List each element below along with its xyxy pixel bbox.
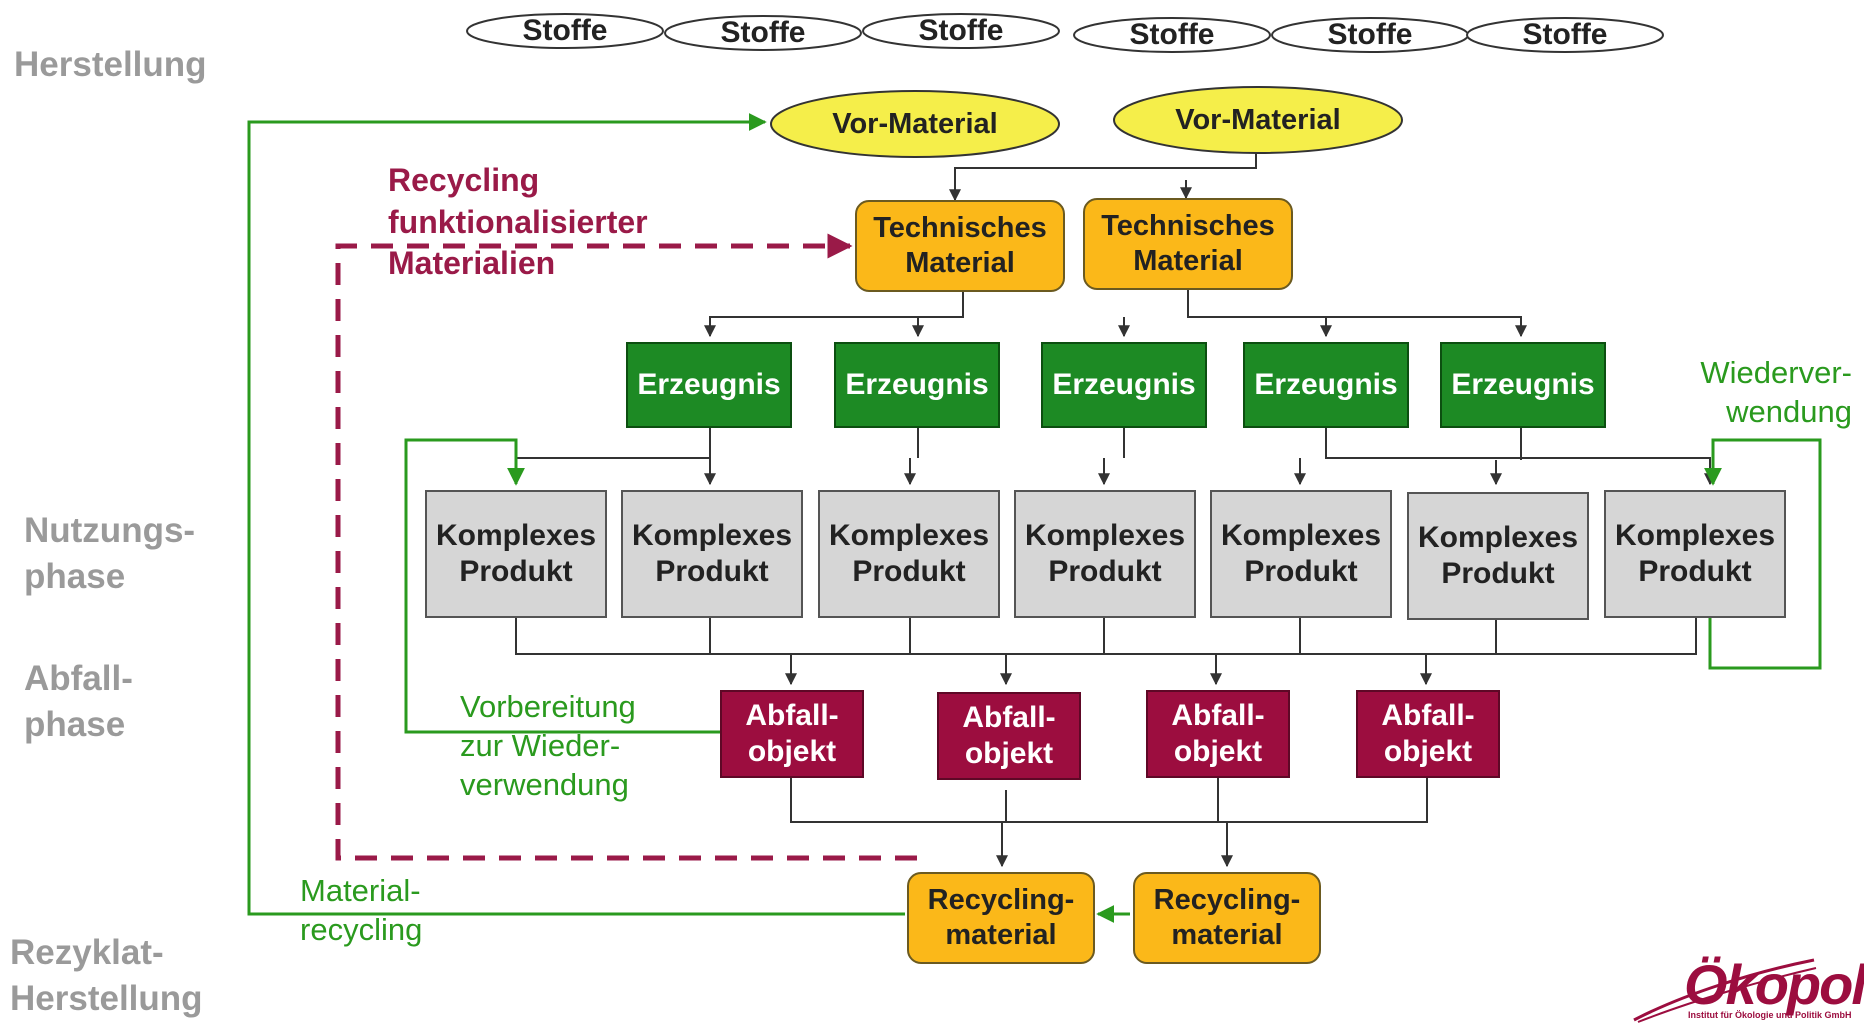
red-dashed-flow: [335, 233, 917, 861]
stoffe-ellipses: [466, 13, 1664, 53]
stoffe-label: Stoffe: [720, 16, 806, 49]
abfallobjekt-box: Abfall- objekt: [1146, 690, 1290, 778]
recyclingmaterial-label: Recycling- material: [1153, 884, 1301, 951]
abfallobjekt-box: Abfall- objekt: [1356, 690, 1500, 778]
erzeugnis-box: Erzeugnis: [1440, 342, 1606, 428]
technisches-material-box: Technisches Material: [855, 200, 1065, 292]
komplexes-produkt-box: Komplexes Produkt: [1604, 490, 1786, 618]
erzeugnis-label: Erzeugnis: [1254, 368, 1398, 401]
komplexes-produkt-box: Komplexes Produkt: [425, 490, 607, 618]
komplexes-produkt-label: Komplexes Produkt: [1220, 519, 1382, 588]
erzeugnis-label: Erzeugnis: [845, 368, 989, 401]
erzeugnis-label: Erzeugnis: [637, 368, 781, 401]
komplexes-produkt-label: Komplexes Produkt: [828, 519, 990, 588]
erzeugnis-label: Erzeugnis: [1451, 368, 1595, 401]
erzeugnis-box: Erzeugnis: [626, 342, 792, 428]
komplexes-produkt-box: Komplexes Produkt: [1014, 490, 1196, 618]
green-flows: [247, 113, 1822, 923]
vor-material-label: Vor-Material: [832, 107, 998, 140]
stoffe-label: Stoffe: [1327, 18, 1413, 51]
recyclingmaterial-box: Recycling- material: [907, 872, 1095, 964]
abfallobjekt-label: Abfall- objekt: [1381, 699, 1475, 768]
stoffe-label: Stoffe: [1522, 18, 1608, 51]
annotation-materialrecycling: Material- recycling: [300, 873, 423, 947]
annotation-vorbereitung-zur-wiederverwendung: Vorbereitung zur Wieder- verwendung: [460, 689, 636, 802]
recyclingmaterial-box: Recycling- material: [1133, 872, 1321, 964]
komplexes-produkt-label: Komplexes Produkt: [1417, 521, 1579, 590]
phase-rezyklat: Rezyklat- Herstellung: [10, 933, 203, 1018]
abfallobjekt-box: Abfall- objekt: [720, 690, 864, 778]
komplexes-produkt-label: Komplexes Produkt: [1024, 519, 1186, 588]
komplexes-produkt-label: Komplexes Produkt: [631, 519, 793, 588]
erzeugnis-box: Erzeugnis: [1243, 342, 1409, 428]
stoffe-label: Stoffe: [918, 14, 1004, 47]
technisches-material-label: Technisches Material: [1101, 210, 1275, 277]
erzeugnis-box: Erzeugnis: [834, 342, 1000, 428]
erzeugnis-box: Erzeugnis: [1041, 342, 1207, 428]
komplexes-produkt-box: Komplexes Produkt: [1210, 490, 1392, 618]
black-connectors: [510, 153, 1716, 868]
recyclingmaterial-label: Recycling- material: [927, 884, 1075, 951]
abfallobjekt-label: Abfall- objekt: [745, 699, 839, 768]
erzeugnis-label: Erzeugnis: [1052, 368, 1196, 401]
komplexes-produkt-label: Komplexes Produkt: [435, 519, 597, 588]
technisches-material-box: Technisches Material: [1083, 198, 1293, 290]
technisches-material-label: Technisches Material: [873, 212, 1047, 279]
logo-swoosh: [1633, 958, 1817, 1023]
vor-material-ellipses: [770, 86, 1403, 158]
annotation-wiederverwendung: Wiederver- wendung: [1700, 355, 1852, 429]
komplexes-produkt-label: Komplexes Produkt: [1614, 519, 1776, 588]
komplexes-produkt-box: Komplexes Produkt: [818, 490, 1000, 618]
abfallobjekt-label: Abfall- objekt: [962, 701, 1056, 770]
phase-abfall: Abfall- phase: [24, 659, 133, 744]
annotation-recycling-funktionalisierter-materialien: Recycling funktionalisierter Materialien: [388, 162, 648, 282]
abfallobjekt-box: Abfall- objekt: [937, 692, 1081, 780]
phase-herstellung: Herstellung: [14, 45, 207, 84]
komplexes-produkt-box: Komplexes Produkt: [1407, 492, 1589, 620]
phase-nutzung: Nutzungs- phase: [24, 511, 196, 596]
logo-name: Ökopol: [1684, 953, 1864, 1016]
stoffe-label: Stoffe: [522, 14, 608, 47]
abfallobjekt-label: Abfall- objekt: [1171, 699, 1265, 768]
komplexes-produkt-box: Komplexes Produkt: [621, 490, 803, 618]
stoffe-label: Stoffe: [1129, 18, 1215, 51]
logo-subtitle: Institut für Ökologie und Politik GmbH: [1688, 1010, 1852, 1020]
vor-material-label: Vor-Material: [1175, 103, 1341, 136]
